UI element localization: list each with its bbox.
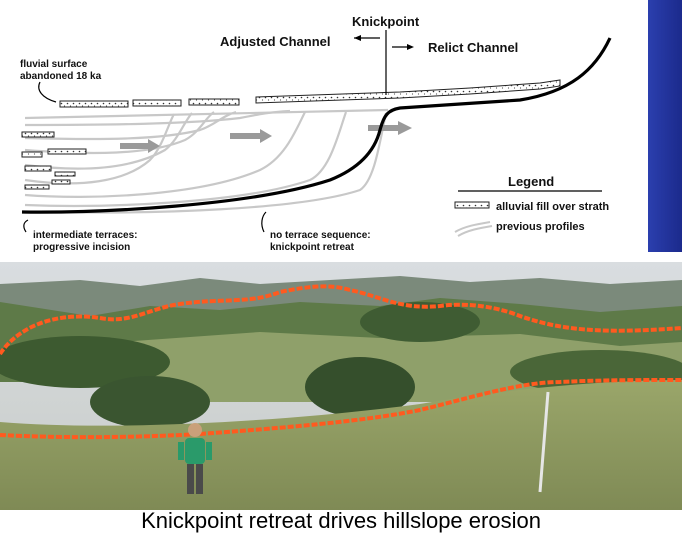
fluvial-surface-label-1: fluvial surface bbox=[20, 59, 88, 70]
previous-profiles bbox=[24, 108, 389, 214]
relict-channel-label: Relict Channel bbox=[428, 40, 518, 55]
forest-patch bbox=[360, 302, 480, 342]
flow-arrows bbox=[120, 121, 412, 153]
alluvial-fill-surface bbox=[59, 79, 561, 108]
shrubs bbox=[305, 357, 415, 417]
fluvial-surface-label-2: abandoned 18 ka bbox=[20, 71, 102, 82]
knickpoint-marker bbox=[354, 30, 414, 95]
channel-profile bbox=[21, 37, 612, 214]
knickpoint-diagram: Knickpoint Adjusted Channel Relict Chann… bbox=[20, 14, 612, 253]
shrubs bbox=[90, 376, 210, 428]
knickpoint-trace-lines bbox=[0, 284, 682, 440]
legend: Legend alluvial fill over strath previou… bbox=[454, 174, 609, 237]
pointer-lines bbox=[23, 81, 267, 233]
no-terrace-label-2: knickpoint retreat bbox=[270, 242, 355, 253]
adjusted-channel-label: Adjusted Channel bbox=[220, 34, 331, 49]
foreground-grass bbox=[0, 380, 682, 510]
landscape-photo bbox=[0, 262, 682, 510]
upper-knickpoint-trace bbox=[0, 284, 682, 356]
lower-knickpoint-trace bbox=[0, 378, 682, 440]
fence-post bbox=[538, 391, 550, 493]
legend-fill-swatch bbox=[454, 201, 490, 209]
forest-patch bbox=[0, 336, 170, 388]
slide-background-edge bbox=[648, 0, 682, 252]
no-terrace-label-1: no terrace sequence: bbox=[270, 230, 371, 241]
legend-title: Legend bbox=[508, 174, 554, 189]
photo-caption: Knickpoint retreat drives hillslope eros… bbox=[141, 508, 541, 533]
intermediate-terraces-label-2: progressive incision bbox=[33, 242, 130, 253]
person-figure bbox=[178, 423, 212, 494]
intermediate-terraces-label-1: intermediate terraces: bbox=[33, 230, 138, 241]
terrace-remnants bbox=[21, 131, 87, 190]
legend-profiles-label: previous profiles bbox=[496, 221, 585, 233]
legend-fill-label: alluvial fill over strath bbox=[496, 201, 609, 213]
knickpoint-label: Knickpoint bbox=[352, 14, 420, 29]
legend-profiles-swatch bbox=[454, 221, 493, 237]
